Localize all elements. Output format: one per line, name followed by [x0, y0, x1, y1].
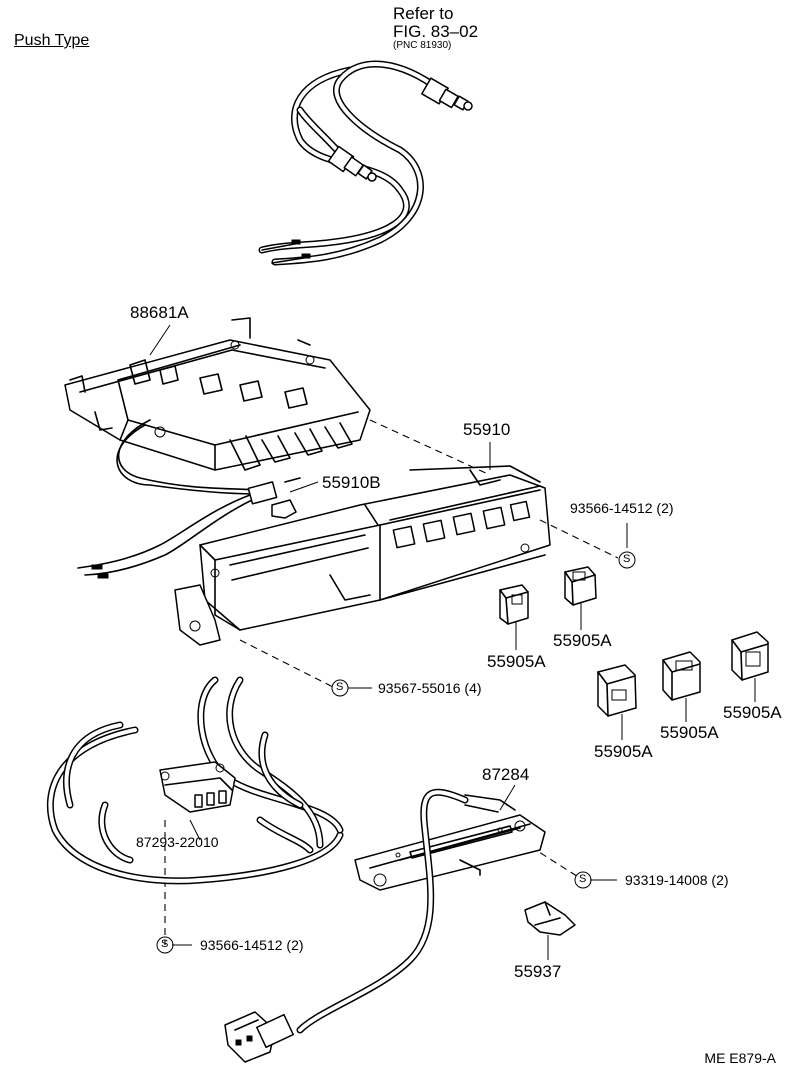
label-87284: 87284 [482, 765, 530, 784]
push-button-3 [597, 664, 637, 717]
clip-55910B [271, 477, 301, 519]
push-button-1 [499, 584, 529, 625]
label-93566-top: 93566-14512 (2) [570, 500, 674, 516]
ref-line-1: Refer to [393, 4, 454, 23]
label-55905A-2: 55905A [553, 631, 612, 650]
figure-code: ME E879-A [704, 1050, 776, 1066]
figure-reference: Refer to FIG. 83–02 (PNC 81930) [393, 5, 478, 51]
cable-end-right [421, 77, 473, 111]
lever-assembly-87284 [296, 788, 546, 1034]
wire-terminals-top [261, 239, 311, 264]
label-55905A-1: 55905A [487, 652, 546, 671]
screw-symbols [156, 551, 636, 954]
label-55937: 55937 [514, 962, 562, 981]
screw-mark-2: S [336, 681, 344, 693]
label-55905A-4: 55905A [660, 723, 719, 742]
bottom-connector [224, 1011, 294, 1063]
button-leaders [515, 603, 756, 740]
cable-end-left [327, 145, 377, 182]
label-88681A: 88681A [130, 303, 189, 322]
screw-mark-1: S [623, 553, 631, 565]
ref-line-2: FIG. 83–02 [393, 21, 479, 41]
label-55910B: 55910B [322, 473, 381, 492]
label-55910: 55910 [463, 420, 511, 439]
label-55905A-5: 55905A [723, 703, 782, 722]
label-87293: 87293-22010 [136, 834, 219, 850]
diagram-title: Push Type [14, 32, 90, 49]
screw-mark-4: S [579, 873, 587, 885]
push-button-4 [662, 651, 701, 701]
push-button-5 [731, 631, 769, 681]
vacuum-switch-87293 [159, 761, 236, 813]
control-cables-top [258, 60, 473, 266]
push-button-2 [564, 566, 597, 606]
clip-55937 [524, 901, 576, 936]
switch-assembly-88681A [64, 317, 371, 579]
label-93567: 93567-55016 (4) [378, 680, 482, 696]
control-housing-55910 [174, 465, 551, 646]
ref-line-3: (PNC 81930) [393, 39, 452, 51]
label-55905A-3: 55905A [594, 742, 653, 761]
label-leaders [149, 324, 628, 960]
label-93319: 93319-14008 (2) [625, 872, 729, 888]
label-93566-bottom: 93566-14512 (2) [200, 937, 304, 953]
screw-mark-3: S [161, 938, 169, 950]
